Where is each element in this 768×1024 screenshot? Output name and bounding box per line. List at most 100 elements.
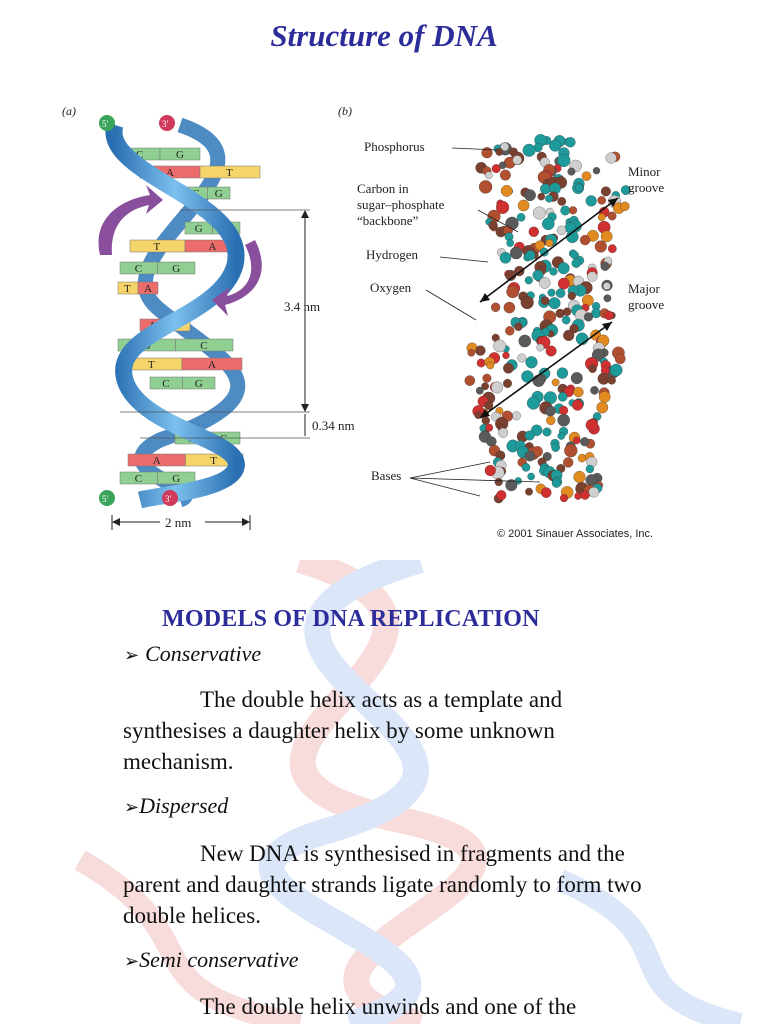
atom-sphere bbox=[542, 217, 555, 231]
atom-sphere bbox=[557, 153, 571, 168]
atom-sphere bbox=[540, 183, 551, 195]
bullet-arrow-icon: ➢ bbox=[124, 797, 140, 817]
major-groove-arrow bbox=[479, 321, 613, 419]
atom-sphere bbox=[498, 161, 507, 170]
major-groove-arrowhead bbox=[602, 322, 612, 331]
atom-sphere bbox=[545, 194, 554, 203]
base-letter: T bbox=[226, 167, 233, 179]
model-semi-conservative-heading: ➢Semi conservative bbox=[124, 947, 299, 973]
atom-sphere bbox=[581, 171, 592, 181]
base-letter: A bbox=[209, 241, 217, 253]
base-letter: C bbox=[200, 340, 207, 352]
atom-sphere bbox=[557, 277, 570, 290]
atom-sphere bbox=[607, 211, 617, 221]
minor-groove-arrow bbox=[479, 197, 619, 303]
model-name: Conservative bbox=[145, 641, 262, 666]
base-pair-rung-right bbox=[159, 147, 201, 161]
atom-sphere bbox=[540, 296, 550, 305]
helix-strand-front bbox=[105, 122, 245, 509]
atom-sphere bbox=[493, 339, 506, 353]
model-dispersed-text: New DNA is synthesised in fragments and … bbox=[123, 841, 642, 928]
atom-sphere bbox=[557, 197, 567, 206]
atom-sphere bbox=[574, 492, 582, 500]
base-letter: G bbox=[172, 263, 180, 275]
atom-spheres bbox=[464, 134, 631, 504]
atom-sphere bbox=[524, 450, 536, 462]
atom-sphere bbox=[549, 267, 558, 276]
pitch-label: 3.4 nm bbox=[284, 299, 320, 314]
atom-sphere bbox=[588, 364, 597, 373]
model-name: Semi conservative bbox=[139, 947, 299, 972]
atom-sphere bbox=[577, 453, 587, 463]
model-dispersed-heading: ➢Dispersed bbox=[124, 793, 228, 819]
atom-sphere bbox=[551, 478, 562, 488]
atom-sphere bbox=[542, 427, 552, 437]
atom-sphere bbox=[502, 351, 510, 360]
atom-sphere bbox=[521, 370, 534, 383]
atom-sphere bbox=[511, 411, 521, 421]
atom-sphere bbox=[565, 137, 576, 148]
atom-sphere bbox=[485, 423, 494, 432]
atom-sphere bbox=[546, 415, 556, 426]
phosphorus-label: Phosphorus bbox=[364, 139, 425, 154]
atom-sphere bbox=[536, 343, 545, 352]
atom-sphere bbox=[484, 171, 493, 180]
atom-sphere bbox=[525, 356, 538, 369]
atom-sphere bbox=[494, 477, 503, 487]
atom-sphere bbox=[527, 472, 535, 481]
atom-sphere bbox=[564, 443, 578, 458]
panel-b-label: (b) bbox=[338, 104, 352, 118]
atom-sphere bbox=[506, 239, 515, 247]
atom-sphere bbox=[596, 401, 609, 414]
base-pair-rung-right bbox=[157, 471, 196, 485]
atom-sphere bbox=[532, 206, 546, 220]
rotation-arrow-left bbox=[98, 185, 163, 255]
atom-sphere bbox=[500, 185, 513, 197]
atom-sphere bbox=[545, 239, 554, 248]
base-letter: T bbox=[154, 241, 161, 253]
atom-sphere bbox=[585, 195, 597, 207]
bases-leader-2 bbox=[409, 477, 541, 483]
page-title: Structure of DNA bbox=[270, 18, 498, 53]
atom-sphere bbox=[491, 381, 504, 394]
rise-label: 0.34 nm bbox=[312, 418, 355, 433]
atom-sphere bbox=[505, 479, 518, 492]
atom-sphere bbox=[580, 437, 590, 447]
base-letter: C bbox=[135, 473, 142, 485]
base-letter: C bbox=[135, 263, 142, 275]
bullet-arrow-icon: ➢ bbox=[124, 645, 140, 665]
atom-sphere bbox=[592, 167, 601, 175]
atom-sphere bbox=[556, 225, 567, 236]
atom-sphere bbox=[607, 244, 617, 254]
rotation-arrow-right bbox=[212, 240, 262, 316]
minor-groove-arrowhead bbox=[608, 198, 618, 207]
strand-end-5-prime-top bbox=[99, 115, 115, 131]
atom-sphere bbox=[488, 220, 498, 231]
base-letter: G bbox=[176, 149, 184, 161]
model-name: Dispersed bbox=[139, 793, 229, 818]
width-arrowhead-left bbox=[112, 518, 120, 526]
base-letter: T bbox=[148, 359, 155, 371]
atom-sphere bbox=[597, 196, 606, 205]
atom-sphere bbox=[503, 378, 512, 388]
atom-sphere bbox=[585, 464, 595, 474]
atom-sphere bbox=[580, 490, 590, 500]
atom-sphere bbox=[491, 164, 501, 174]
oxygen-leader bbox=[425, 289, 477, 321]
atom-sphere bbox=[561, 315, 571, 325]
base-pair-rung-right bbox=[137, 281, 159, 295]
atom-sphere bbox=[614, 353, 626, 365]
space-filling-model: Phosphorus Carbon in sugar–phosphate “ba… bbox=[357, 134, 664, 504]
carbon-label-line2: sugar–phosphate bbox=[357, 197, 445, 212]
minor-groove-label-line2: groove bbox=[628, 180, 664, 195]
atom-sphere bbox=[517, 353, 527, 363]
base-pair-rung-right bbox=[175, 338, 234, 352]
atom-sphere bbox=[503, 362, 514, 374]
atom-sphere bbox=[509, 246, 523, 260]
atom-sphere bbox=[551, 443, 560, 452]
atom-sphere bbox=[499, 252, 512, 264]
atom-sphere bbox=[567, 291, 576, 300]
atom-sphere bbox=[475, 386, 484, 395]
width-label: 2 nm bbox=[165, 515, 191, 530]
